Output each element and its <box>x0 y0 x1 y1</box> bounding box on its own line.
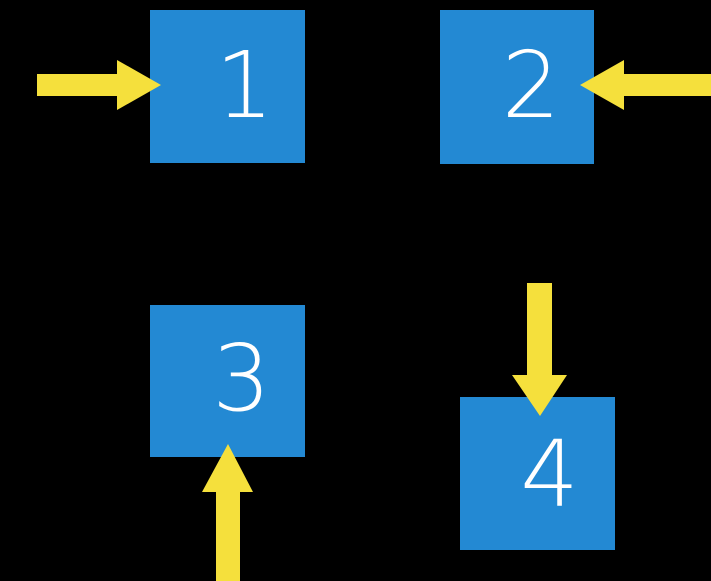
box-four-label: 4 <box>520 420 579 528</box>
box-four[interactable]: 4 <box>460 397 615 550</box>
arrow-up-into-box-three[interactable] <box>202 444 253 581</box>
box-one[interactable]: 1 <box>150 10 305 163</box>
arrow-down-into-box-four[interactable] <box>512 283 567 416</box>
arrow-right-into-box-one[interactable] <box>37 60 161 110</box>
box-two-label: 2 <box>501 32 561 139</box>
box-three-label: 3 <box>212 325 271 432</box>
box-one-label: 1 <box>215 31 274 139</box>
arrow-left-into-box-two[interactable] <box>580 60 711 110</box>
box-three[interactable]: 3 <box>150 305 305 457</box>
box-two[interactable]: 2 <box>440 10 594 164</box>
